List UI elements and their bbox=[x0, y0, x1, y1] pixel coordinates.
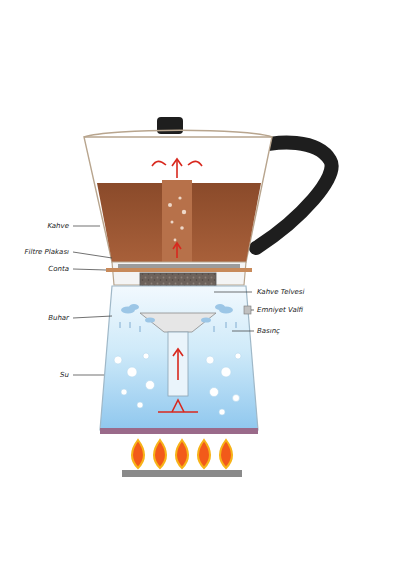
part-label: Emniyet Valfi bbox=[256, 306, 304, 315]
part-label: Basınç bbox=[256, 327, 281, 336]
part-label: Kahve bbox=[46, 222, 70, 231]
part-label: Buhar bbox=[47, 314, 70, 323]
part-label: Su bbox=[59, 371, 70, 380]
part-label: Kahve Telvesi bbox=[256, 288, 305, 297]
part-label: Conta bbox=[47, 265, 70, 274]
part-label: Filtre Plakası bbox=[24, 248, 70, 257]
